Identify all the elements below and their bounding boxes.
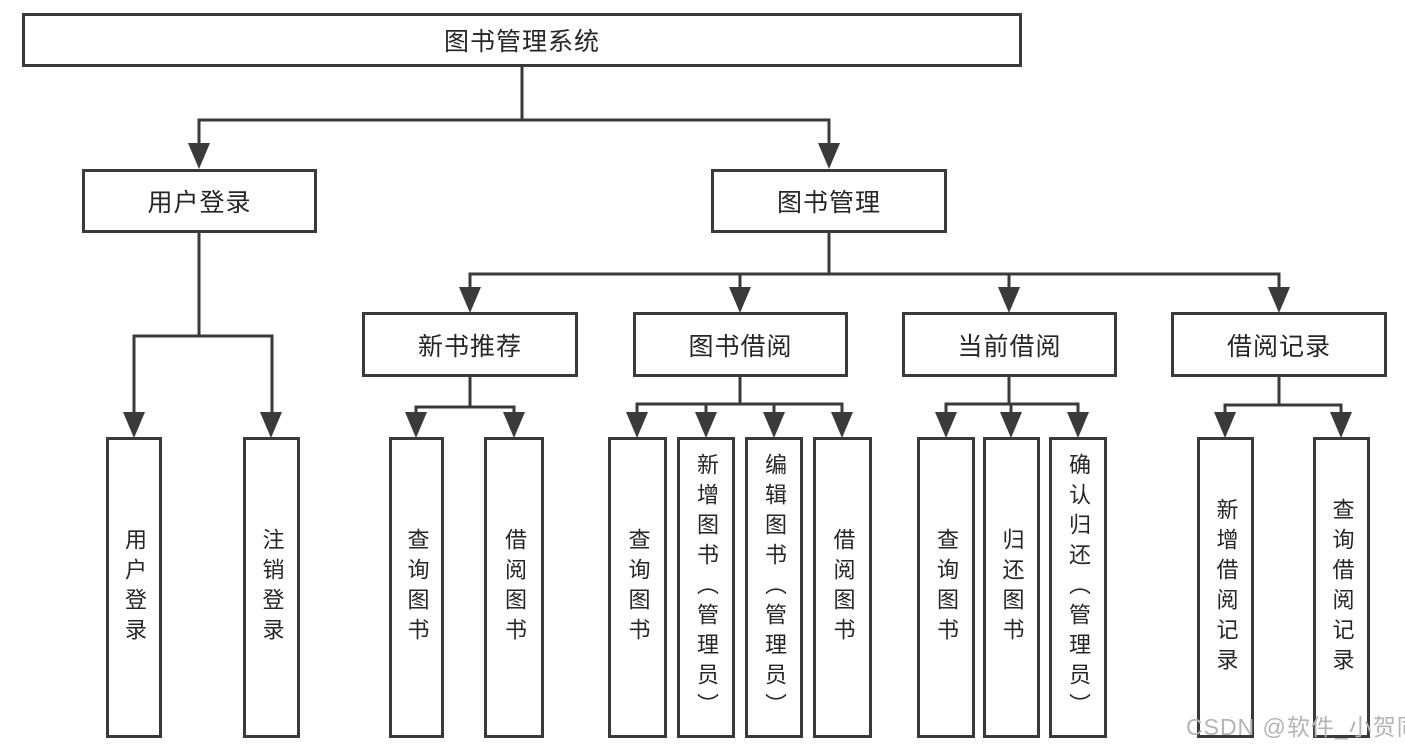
leaf-box-add-books-admin: 新增图书（管理员） [677,437,735,738]
watermark-text: CSDN @软件_小贺同学 [1186,714,1405,740]
node-box-book-management: 图书管理 [711,169,947,233]
leaf-box-recommend-query-books: 查询图书 [389,437,444,738]
leaf-box-confirm-return-admin: 确认归还（管理员） [1049,437,1107,738]
node-box-current-borrowing: 当前借阅 [902,312,1117,377]
leaf-box-borrowing-query-books: 查询图书 [608,437,667,738]
leaf-box-edit-books-admin: 编辑图书（管理员） [745,437,803,738]
connector-lines [132,65,1343,417]
leaf-box-recommend-borrow-books: 借阅图书 [484,437,544,738]
leaf-box-borrow-books: 借阅图书 [813,437,872,738]
leaf-box-add-borrow-record: 新增借阅记录 [1197,437,1254,738]
leaf-box-current-query-books: 查询图书 [917,437,975,738]
leaf-box-return-books: 归还图书 [983,437,1040,738]
node-box-user-login: 用户登录 [82,169,317,233]
node-box-book-borrowing: 图书借阅 [633,312,848,377]
arrowhead-icons [123,143,1352,438]
node-box-borrowing-records: 借阅记录 [1171,312,1387,377]
leaf-box-query-borrow-record: 查询借阅记录 [1313,437,1370,738]
node-box-library-system: 图书管理系统 [22,13,1022,67]
node-box-new-book-recommend: 新书推荐 [362,312,578,377]
leaf-box-user-login: 用户登录 [106,437,162,738]
leaf-box-logout: 注销登录 [243,437,300,738]
